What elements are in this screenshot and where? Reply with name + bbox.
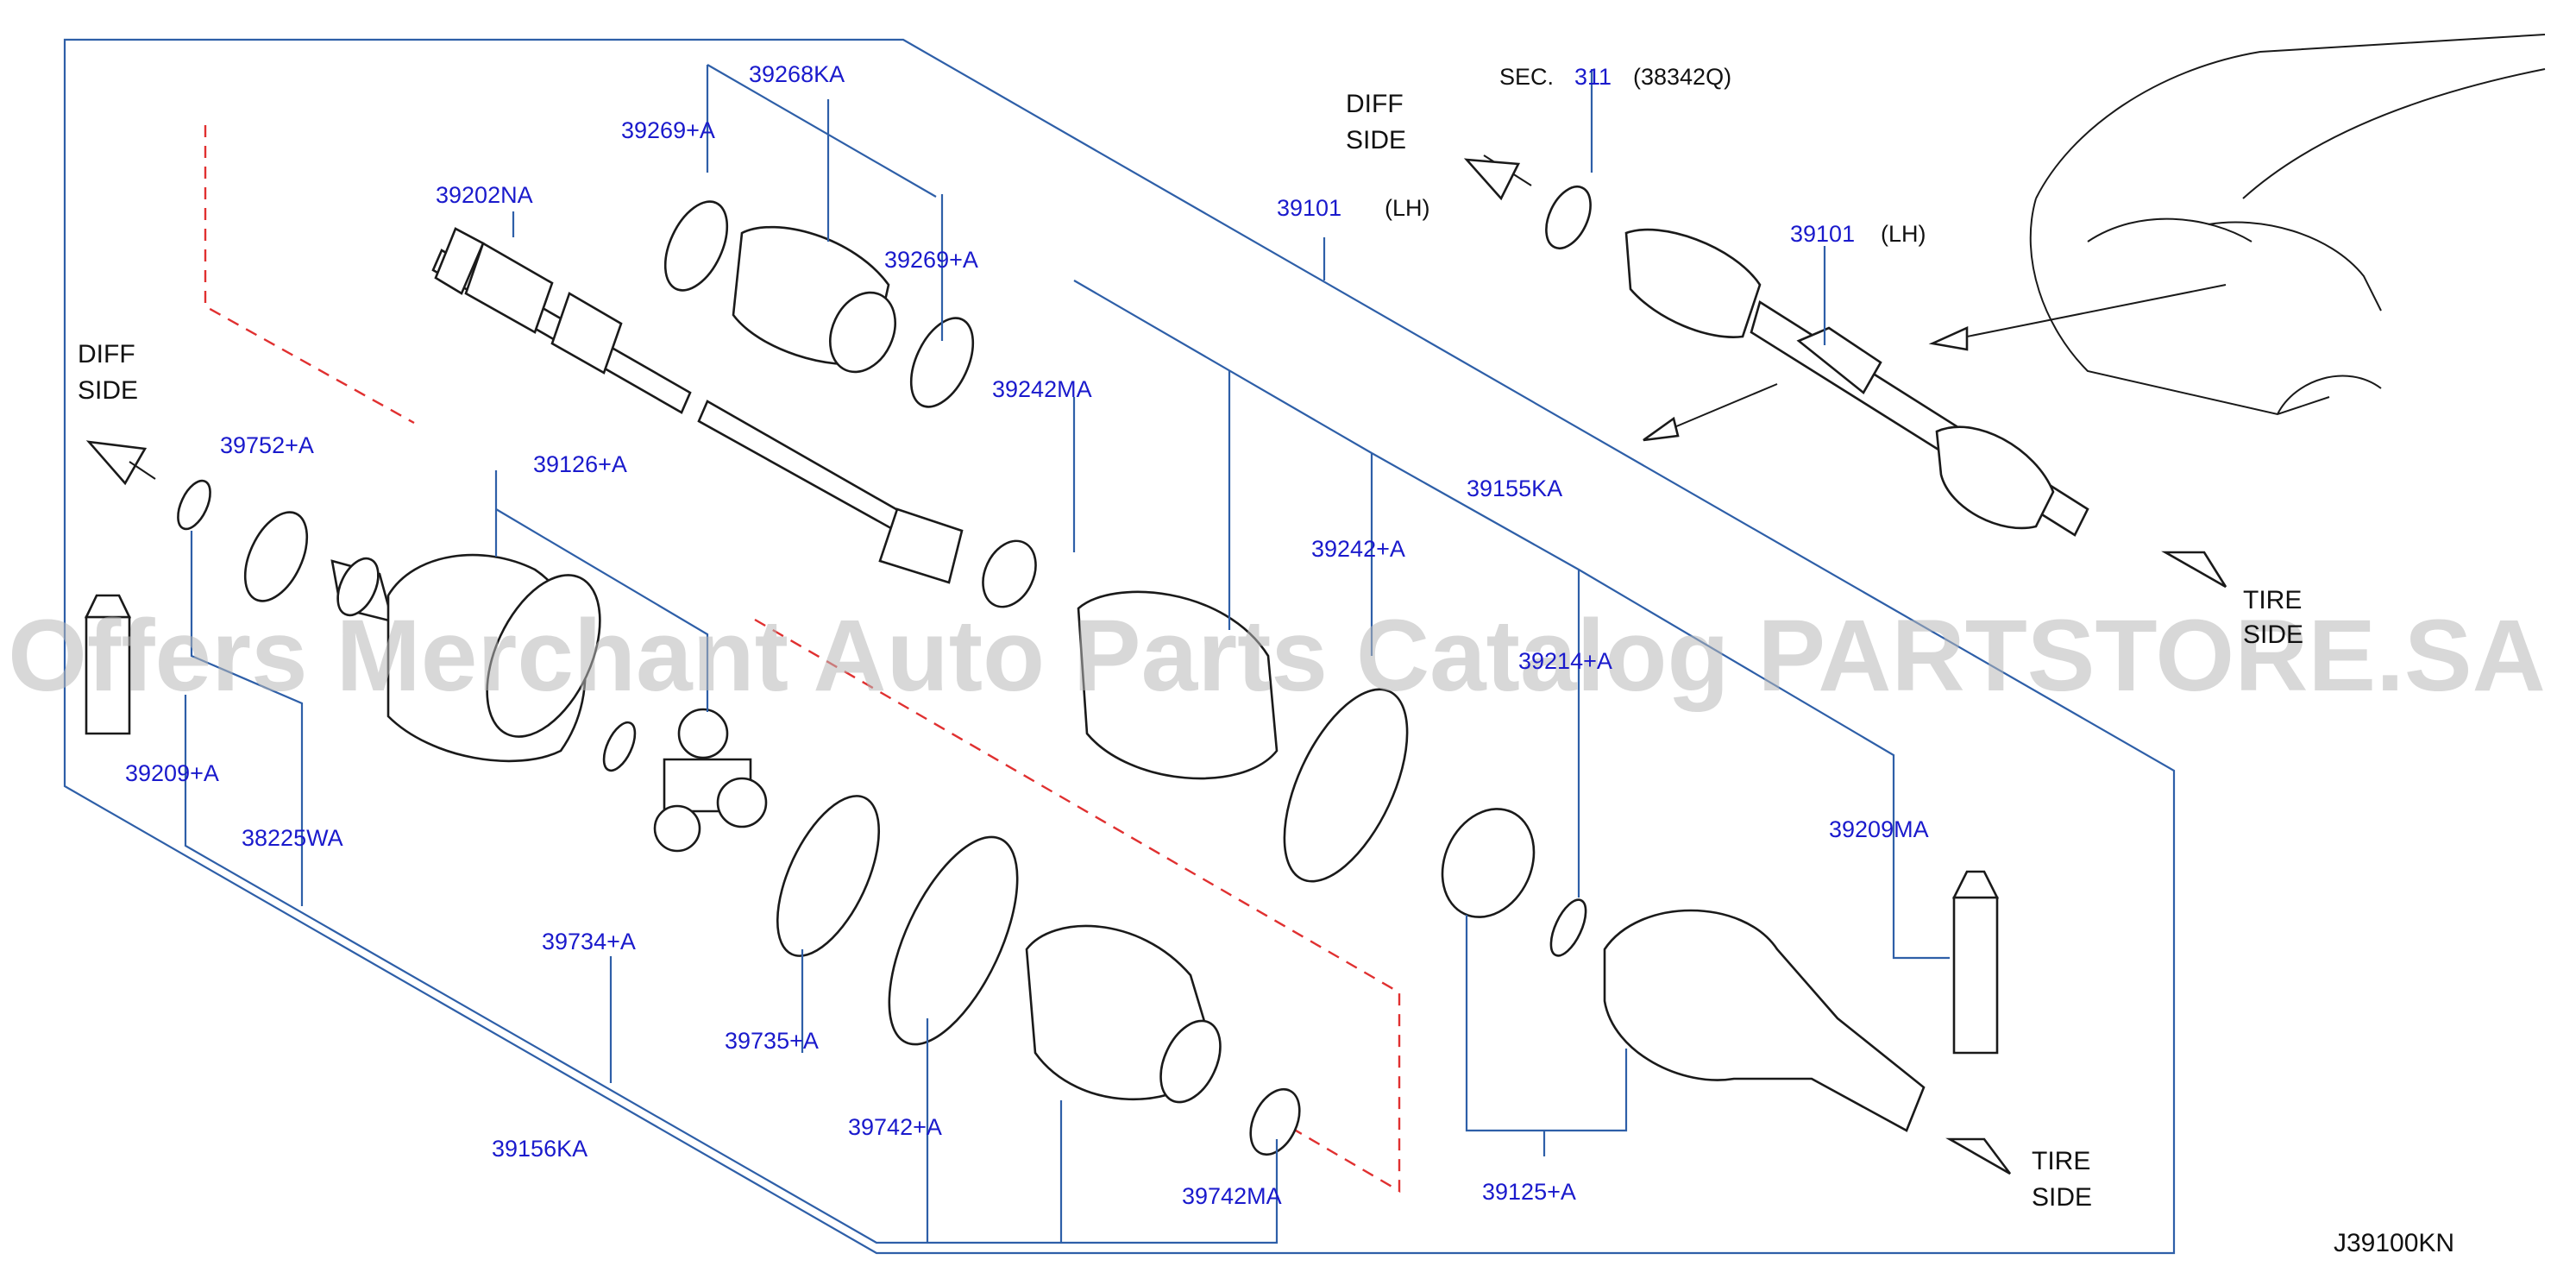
part-side-assembly: (LH) xyxy=(1881,221,1926,247)
tire-side-top-line2: SIDE xyxy=(2243,620,2303,649)
part-label-39125A[interactable]: 39125+A xyxy=(1482,1179,1576,1205)
drive-shaft-part[interactable] xyxy=(431,227,964,584)
ball-cage-part[interactable] xyxy=(1425,794,1551,932)
grease-tube-left-part[interactable] xyxy=(84,594,132,735)
part-label-39156KA[interactable]: 39156KA xyxy=(492,1136,587,1162)
inner-boot-kit-part[interactable] xyxy=(653,192,986,416)
tripod-joint-part[interactable] xyxy=(653,708,768,853)
part-label-39242MA[interactable]: 39242MA xyxy=(992,376,1092,402)
section-code: (38342Q) xyxy=(1633,64,1731,90)
part-label-39268KA[interactable]: 39268KA xyxy=(749,61,845,87)
inner-cv-housing-part[interactable] xyxy=(330,552,623,763)
section-number-link[interactable]: 311 xyxy=(1574,64,1612,90)
snap-ring-small-part[interactable] xyxy=(598,718,642,775)
part-label-39734A[interactable]: 39734+A xyxy=(542,929,636,954)
boot-band-middle-part[interactable] xyxy=(1259,671,1432,899)
small-ring-part[interactable] xyxy=(1544,895,1593,961)
tire-side-bottom-line2: SIDE xyxy=(2032,1183,2092,1212)
watermark: Offers Merchant Auto Parts Catalog PARTS… xyxy=(8,599,2546,713)
tire-side-arrow-bottom xyxy=(1945,1137,2012,1175)
boot-outer-part[interactable] xyxy=(1025,924,1232,1112)
tire-side-arrow-top xyxy=(2161,551,2227,589)
diff-side-arrow-left xyxy=(85,440,156,486)
part-label-39126A[interactable]: 39126+A xyxy=(533,451,627,477)
part-label-39735A[interactable]: 39735+A xyxy=(725,1028,819,1054)
circlip-part[interactable] xyxy=(757,781,900,970)
diagram-code: J39100KN xyxy=(2334,1229,2454,1257)
part-label-39269A-right[interactable]: 39269+A xyxy=(884,247,978,273)
part-label-39752A[interactable]: 39752+A xyxy=(220,432,314,458)
part-label-39209MA[interactable]: 39209MA xyxy=(1829,816,1929,842)
part-label-39202NA[interactable]: 39202NA xyxy=(436,182,533,208)
diff-side-top-line1: DIFF xyxy=(1346,90,1404,118)
boot-band-inner-part[interactable] xyxy=(973,532,1046,615)
part-label-39101-assembly[interactable]: 39101 xyxy=(1790,221,1855,247)
leader-lines xyxy=(184,64,1950,1244)
boot-band-large-part[interactable] xyxy=(863,819,1044,1062)
grease-tube-right-part[interactable] xyxy=(1951,870,2000,1055)
part-label-39742A[interactable]: 39742+A xyxy=(848,1114,942,1140)
part-label-39155KA[interactable]: 39155KA xyxy=(1467,476,1562,501)
part-label-39211A[interactable]: 39214+A xyxy=(1518,648,1612,674)
seal-ring-part[interactable] xyxy=(233,502,320,610)
boot-band-small-part[interactable] xyxy=(1241,1081,1309,1162)
shaft-zone-outline xyxy=(204,125,415,425)
diff-side-left-line1: DIFF xyxy=(78,340,135,368)
part-label-39269A-top[interactable]: 39269+A xyxy=(621,117,715,143)
tire-side-bottom-line1: TIRE xyxy=(2032,1147,2090,1175)
tire-side-top-line1: TIRE xyxy=(2243,586,2302,614)
outer-boot-part[interactable] xyxy=(1077,590,1279,780)
part-label-38225WA[interactable]: 38225WA xyxy=(242,825,343,851)
part-label-39242A[interactable]: 39242+A xyxy=(1311,536,1405,562)
o-ring-part[interactable] xyxy=(172,476,217,533)
part-label-39101-main[interactable]: 39101 xyxy=(1277,195,1341,221)
direction-arrows xyxy=(1643,284,2227,442)
diff-side-arrow-top xyxy=(1463,154,1532,201)
outer-cv-joint-part[interactable] xyxy=(1603,909,1926,1132)
vehicle-illustration xyxy=(2029,34,2546,416)
part-label-39209A[interactable]: 39209+A xyxy=(125,760,219,786)
part-side-main: (LH) xyxy=(1385,195,1430,221)
diff-side-top-line2: SIDE xyxy=(1346,126,1406,154)
diff-side-left-line2: SIDE xyxy=(78,376,138,405)
assembly-frame xyxy=(63,38,2176,1255)
part-label-39742MA[interactable]: 39742MA xyxy=(1182,1183,1282,1209)
axle-assembly-illustration xyxy=(1545,186,2089,537)
section-prefix: SEC. xyxy=(1499,64,1554,90)
